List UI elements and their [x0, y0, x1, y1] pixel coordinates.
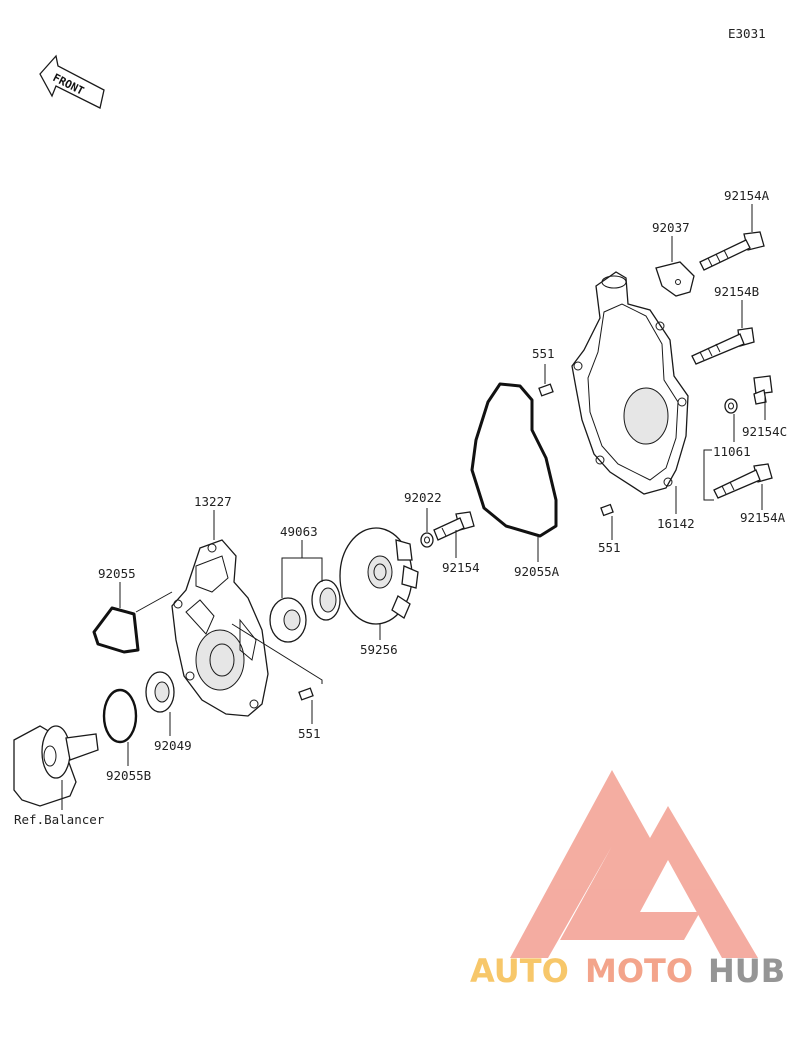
bolt-92154A-top	[699, 231, 765, 271]
label-551-right: 551	[598, 540, 621, 555]
bolt-92154B	[691, 327, 755, 365]
pump-cover-16142	[571, 271, 689, 495]
label-551-top: 551	[532, 346, 555, 361]
label-92154A-bottom: 92154A	[740, 510, 786, 525]
washer-92022	[420, 532, 434, 548]
label-92022: 92022	[404, 490, 442, 505]
label-92037: 92037	[652, 220, 690, 235]
label-92055B: 92055B	[106, 768, 151, 783]
balancer-shaft	[13, 725, 99, 807]
label-92055: 92055	[98, 566, 136, 581]
label-92049: 92049	[154, 738, 192, 753]
label-59256: 59256	[360, 642, 398, 657]
label-ref-balancer: Ref.Balancer	[14, 812, 105, 827]
label-16142: 16142	[657, 516, 695, 531]
pump-body-13227	[171, 539, 269, 717]
label-92055A: 92055A	[514, 564, 560, 579]
dowel-551-top	[538, 383, 554, 397]
label-92154C: 92154C	[742, 424, 787, 439]
bolt-92154C	[753, 375, 773, 405]
bolt-92154A-bottom	[713, 463, 773, 499]
watermark-triangle-icon	[510, 770, 758, 958]
gasket-92055A	[470, 382, 558, 538]
label-92154: 92154	[442, 560, 480, 575]
impeller-59256	[339, 527, 419, 625]
dowel-551-bottom	[298, 687, 314, 701]
watermark-word-auto: AUTO	[470, 952, 569, 990]
label-49063: 49063	[280, 524, 318, 539]
watermark-word-hub: HUB	[708, 952, 785, 990]
label-92154B: 92154B	[714, 284, 759, 299]
dowel-551-right	[600, 503, 614, 517]
label-11061: 11061	[713, 444, 751, 459]
front-arrow-badge: FRONT	[39, 54, 105, 109]
watermark-logo: AUTO MOTO HUB	[470, 770, 785, 990]
front-arrow-icon	[39, 54, 105, 109]
label-92154A-top: 92154A	[724, 188, 770, 203]
watermark-word-moto: MOTO	[585, 952, 693, 990]
bracket-92037	[655, 261, 695, 297]
label-13227: 13227	[194, 494, 232, 509]
seal-92049	[145, 671, 175, 713]
diagram-code: E3031	[728, 26, 766, 41]
oring-92055	[92, 606, 140, 654]
seal-49063-b	[269, 597, 307, 643]
oring-92055B	[102, 688, 138, 744]
washer-11061	[724, 398, 738, 414]
seal-49063-a	[311, 579, 341, 621]
label-551-bottom: 551	[298, 726, 321, 741]
bolt-92154	[433, 511, 475, 541]
